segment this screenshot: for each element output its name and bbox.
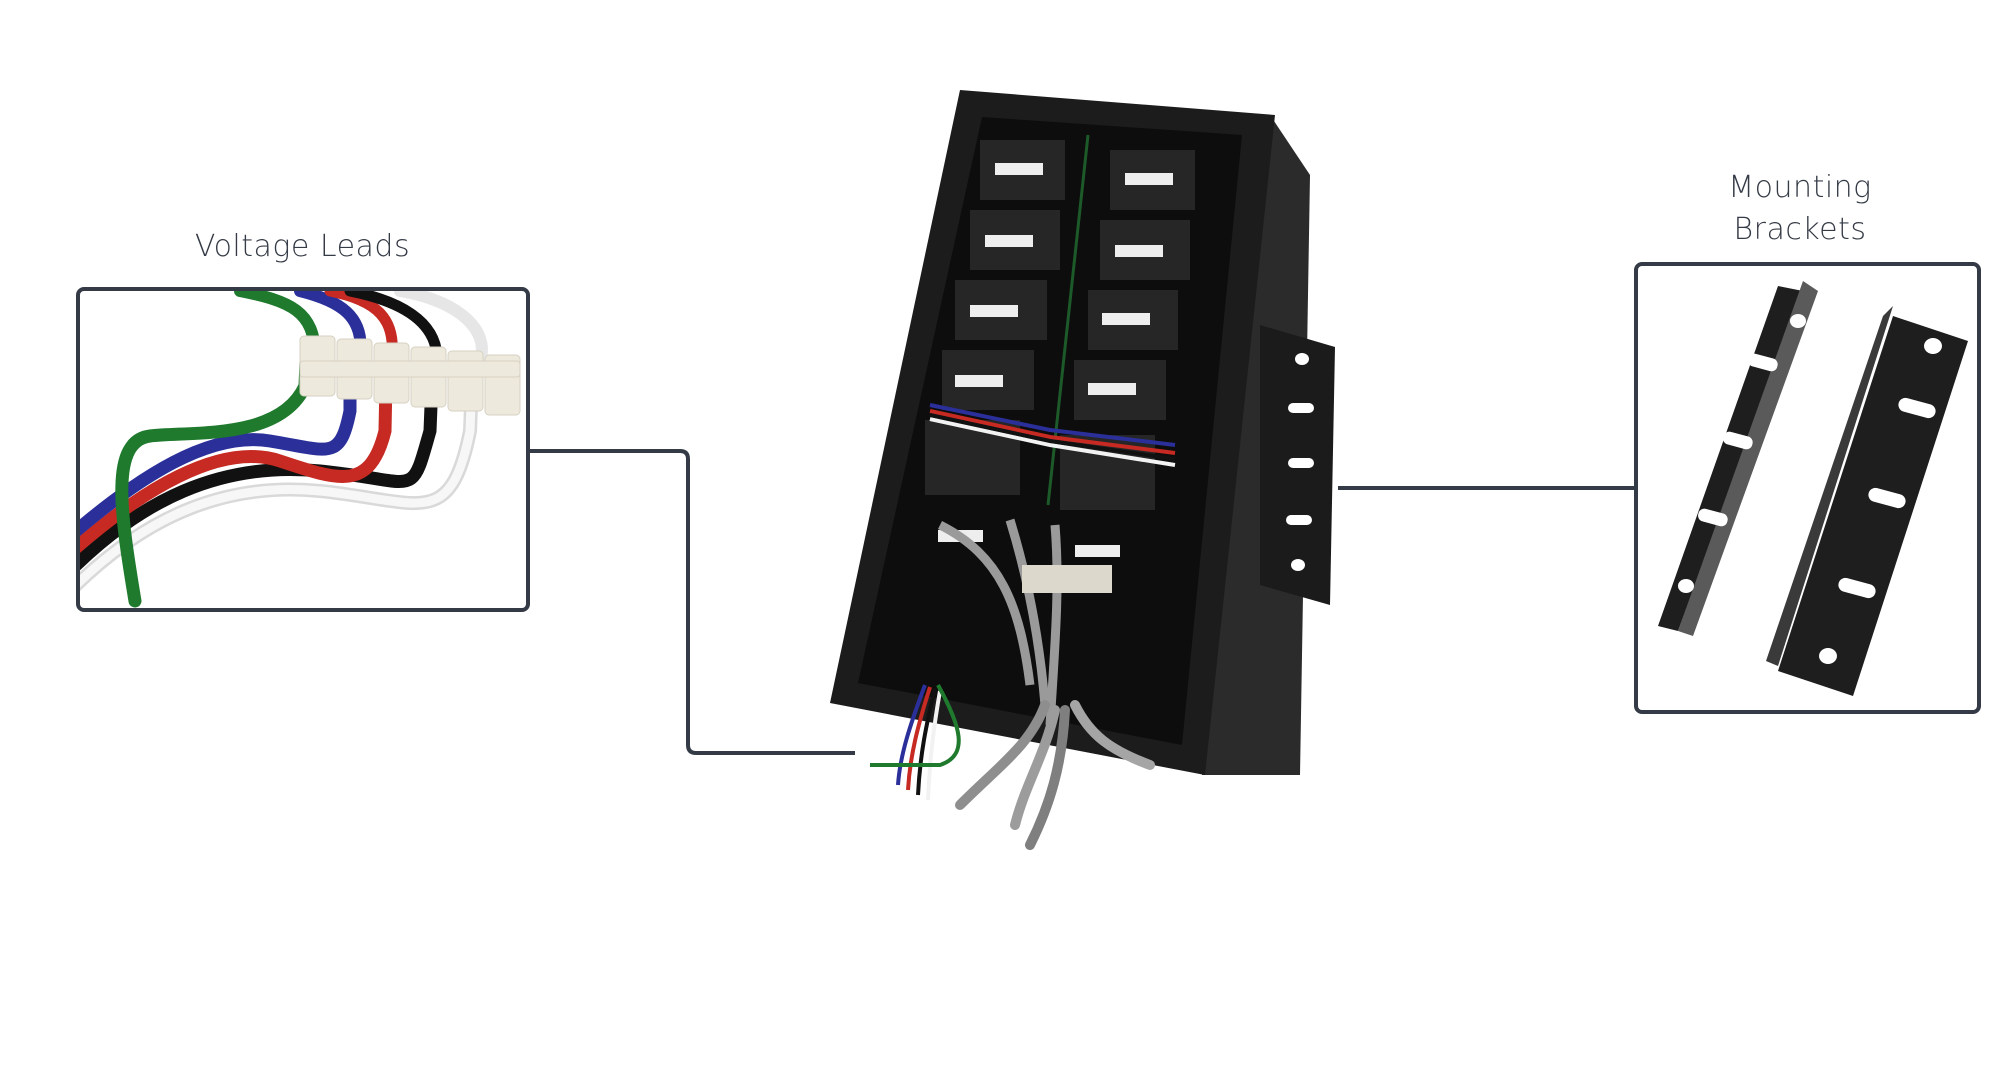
mounting-brackets-label-line-1: Mounting [1728,170,1872,205]
bracket-left [1658,281,1818,636]
external-gray-cables [955,700,1155,850]
side-mounting-bracket [1260,325,1335,605]
voltage-leads-callout-box [76,287,530,612]
mounting-brackets-connector-line [1338,486,1638,490]
wire-green [115,354,313,608]
mounting-brackets-illustration [1658,281,1968,696]
voltage-leads-connector-line [530,449,855,755]
wire-red [80,374,393,553]
voltage-leads-illustration [80,291,521,608]
external-voltage-leads [870,684,961,801]
mounting-brackets-callout-box [1634,262,1981,714]
internal-terminal-block [1022,565,1112,593]
internal-gray-cables [937,518,1062,726]
module-stack-left [925,140,1065,542]
bracket-right [1766,306,1968,696]
wire-blue [80,374,357,537]
enclosure-side-panel [1202,115,1310,775]
internal-wire-harness [929,403,1176,467]
mounting-brackets-label-line-2: Brackets [1733,212,1867,247]
mounting-brackets-label: Mounting Brackets [1640,167,1960,251]
enclosure-product-image [830,90,1335,850]
voltage-leads-label: Voltage Leads [194,229,411,264]
terminal-block [299,335,521,416]
